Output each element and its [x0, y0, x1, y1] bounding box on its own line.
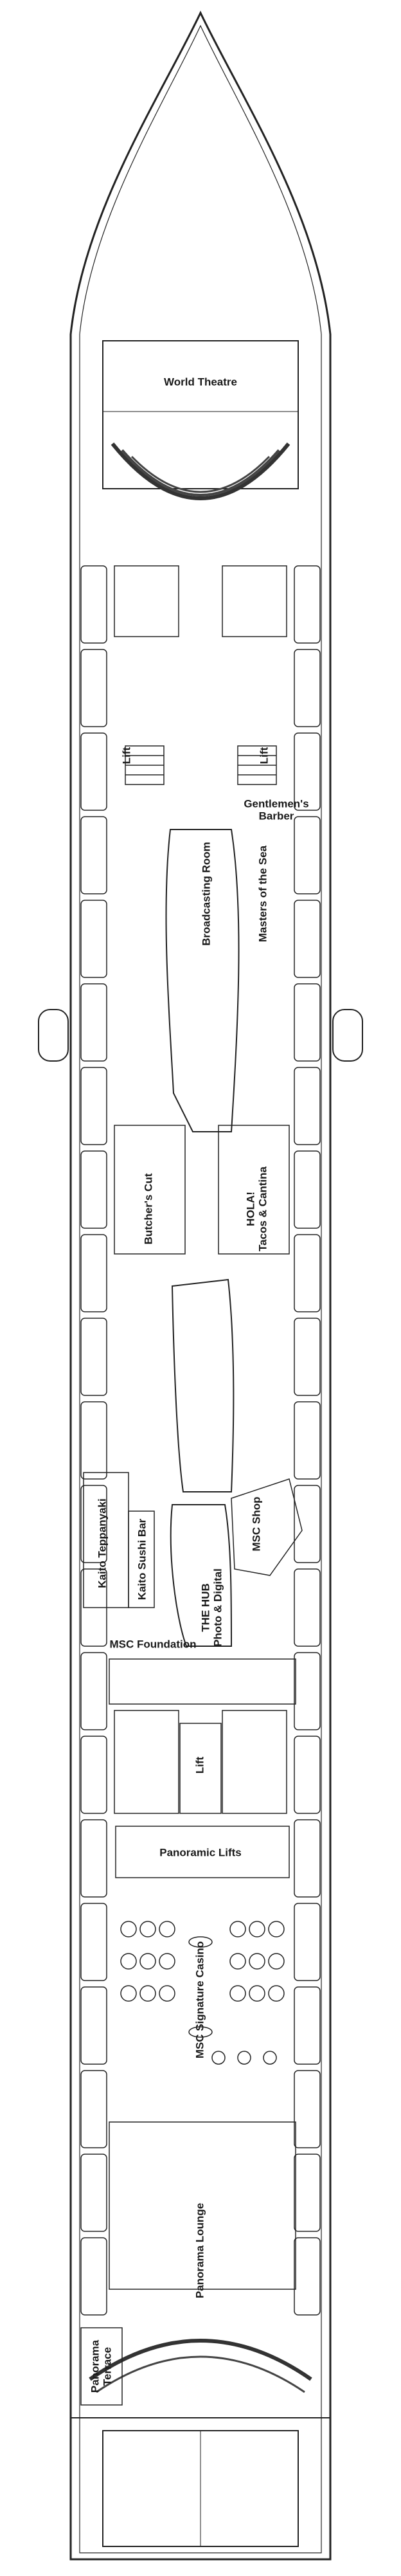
label-hola-line1: HOLA!: [244, 1192, 257, 1226]
stbd-hull-rooms: [294, 565, 321, 2316]
label-kaito-sushi-bar: Kaito Sushi Bar: [136, 1518, 148, 1601]
butchers-block: [114, 1125, 186, 1255]
fwd-cores: [114, 565, 287, 785]
label-gentlemens-barber: Gentlemen's Barber: [244, 797, 309, 822]
atrium-aft: [170, 1504, 233, 1647]
label-terrace-line2: Terrace: [101, 2346, 113, 2386]
label-hub-line1: THE HUB: [199, 1583, 212, 1632]
label-hola-tacos-cantina: HOLA! Tacos & Cantina: [244, 1166, 269, 1251]
label-panoramic-lifts: Panoramic Lifts: [159, 1846, 242, 1859]
label-broadcasting-room: Broadcasting Room: [200, 842, 213, 946]
mid-cores: [114, 1710, 290, 1878]
label-lift-mid: Lift: [193, 1756, 206, 1774]
hola-block: [218, 1125, 290, 1255]
label-panorama-lounge: Panorama Lounge: [193, 2202, 206, 2299]
label-masters-of-the-sea: Masters of the Sea: [256, 845, 269, 943]
atrium-forward: [165, 829, 240, 1132]
msc-shop-block: [231, 1478, 303, 1576]
label-the-hub: THE HUB Photo & Digital: [199, 1568, 224, 1647]
aft-block: [109, 2121, 296, 2290]
label-panorama-terrace: Panorama Terrace: [89, 2340, 113, 2393]
label-hub-line2: Photo & Digital: [211, 1568, 224, 1647]
port-hull-rooms: [80, 565, 107, 2316]
port-tender: [38, 1009, 69, 1062]
label-lift-fwd-port: Lift: [120, 747, 133, 765]
label-butchers-cut: Butcher's Cut: [142, 1173, 155, 1245]
label-msc-foundation: MSC Foundation: [109, 1638, 197, 1651]
atrium-mid: [171, 1278, 235, 1492]
label-lift-fwd-stbd: Lift: [258, 747, 271, 765]
stbd-tender: [332, 1009, 363, 1062]
label-terrace-line1: Panorama: [89, 2339, 102, 2393]
hull-outline: [69, 10, 332, 2561]
theatre-block: [102, 340, 299, 489]
label-hola-line2: Tacos & Cantina: [256, 1166, 269, 1251]
label-world-theatre: World Theatre: [164, 376, 237, 388]
panorama-terrace-block: [80, 2327, 123, 2406]
label-kaito-teppanyaki: Kaito Teppanyaki: [96, 1498, 109, 1588]
hull-inner-line: [79, 24, 322, 2553]
kaito-sushi-block: [128, 1510, 155, 1608]
foundation-block: [109, 1658, 296, 1705]
label-msc-signature-casino: MSC Signature Casino: [193, 1941, 206, 2059]
label-msc-shop: MSC Shop: [250, 1496, 263, 1552]
panorama-lounge-arc: [89, 2339, 312, 2381]
theatre-seating: [111, 442, 290, 500]
casino-tables: [120, 1921, 285, 2065]
